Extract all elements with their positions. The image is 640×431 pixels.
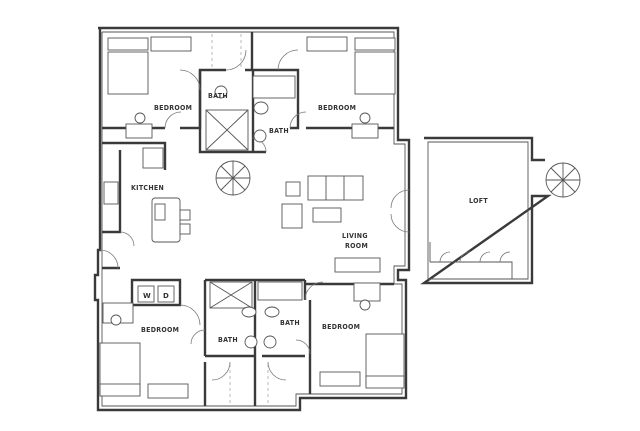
spiral-stair-icon	[215, 160, 251, 196]
label-bedroom-se: BEDROOM	[322, 323, 360, 331]
room-labels: BEDROOM BATH BEDROOM BATH KITCHEN LIVING…	[131, 92, 488, 344]
loft-spiral-stair-icon	[545, 162, 581, 198]
label-bath-s2: BATH	[280, 319, 300, 327]
label-bedroom-nw: BEDROOM	[154, 104, 192, 112]
label-bath-s1: BATH	[218, 336, 238, 344]
label-bedroom-ne: BEDROOM	[318, 104, 356, 112]
label-room: ROOM	[345, 242, 368, 250]
washer-dryer: W D	[137, 285, 175, 303]
washer-label: W	[143, 292, 151, 300]
label-living: LIVING	[342, 232, 368, 240]
label-bath-n1: BATH	[208, 92, 228, 100]
doors	[99, 49, 410, 381]
label-bath-n2: BATH	[269, 127, 289, 135]
loft	[420, 136, 581, 285]
furniture	[99, 36, 405, 399]
label-bedroom-sw: BEDROOM	[141, 326, 179, 334]
label-loft: LOFT	[469, 197, 488, 205]
dryer-label: D	[163, 292, 169, 300]
label-kitchen: KITCHEN	[131, 184, 164, 192]
